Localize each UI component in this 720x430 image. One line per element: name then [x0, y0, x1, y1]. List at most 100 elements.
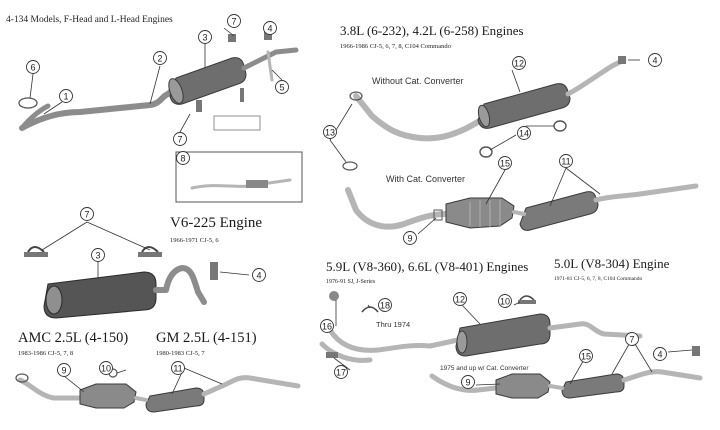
label-1975-up: 1975 and up w/ Cat. Converter	[440, 365, 529, 372]
subtitle-3-8l: 1966-1986 CJ-5, 6, 7, 8, C104 Commando	[340, 43, 451, 50]
callout-number: 11	[561, 157, 570, 167]
label-with-cat: With Cat. Converter	[386, 174, 465, 184]
title-5-9l: 5.9L (V8-360), 6.6L (V8-401) Engines	[326, 259, 528, 274]
inset-muffler	[246, 180, 268, 188]
callout-number: 10	[500, 297, 510, 307]
part-v8-18	[361, 306, 379, 313]
leader-lines	[29, 27, 693, 395]
callout-4: 4	[648, 53, 662, 67]
clamp-box-4-134	[213, 115, 261, 131]
callout-number: 4	[652, 56, 657, 66]
catalytic-converter-3-8l	[445, 197, 515, 229]
pipe-v8-lower	[429, 373, 499, 393]
callout-number: 4	[256, 271, 261, 281]
callout-number: 12	[455, 295, 465, 305]
muffler-without-cat	[477, 83, 571, 129]
callout-16: 16	[320, 319, 334, 333]
link-pipe-v8	[548, 384, 564, 390]
part-v8-17	[326, 352, 338, 358]
callout-number: 16	[322, 322, 332, 332]
callout-7: 7	[227, 14, 241, 28]
clamp-v6-b	[138, 246, 162, 257]
callout-10: 10	[498, 294, 512, 308]
title-gm: GM 2.5L (4-151)	[156, 330, 257, 346]
muffler-v8-lower	[561, 373, 625, 399]
assembly-4-134	[18, 30, 299, 131]
callout-18: 18	[378, 298, 392, 312]
link-pipe-2-5l	[134, 396, 148, 402]
pipe-without-cat	[353, 93, 487, 142]
inset-pipe	[190, 178, 292, 190]
callout-7: 7	[625, 332, 639, 346]
callout-10: 10	[99, 361, 113, 375]
title-3-8l: 3.8L (6-232), 4.2L (6-258) Engines	[340, 23, 524, 38]
subtitle-gm: 1980-1983 CJ-5, 7	[156, 350, 205, 357]
callout-9: 9	[403, 231, 417, 245]
callout-9: 9	[461, 375, 475, 389]
assembly-2-5l	[15, 368, 301, 413]
assembly-without-cat	[342, 56, 627, 171]
clamp-3-8l-b	[553, 120, 567, 132]
label-thru-1974: Thru 1974	[376, 320, 410, 329]
tailpipe-2-5l	[201, 375, 301, 397]
callout-number: 1	[63, 92, 68, 102]
callout-17: 17	[334, 365, 348, 379]
callout-11: 11	[559, 154, 573, 168]
callout-number: 3	[95, 251, 100, 261]
callout-number: 7	[231, 17, 236, 27]
callout-12: 12	[453, 292, 467, 306]
part-v8-16	[329, 291, 339, 301]
callout-8: 8	[176, 151, 190, 165]
callout-13: 13	[323, 125, 337, 139]
assembly-v8	[319, 291, 703, 399]
bracket-4-134	[240, 88, 244, 102]
tailpipe-without-cat	[565, 57, 627, 97]
callout-1: 1	[59, 89, 73, 103]
pipe-with-cat	[345, 187, 449, 230]
callout-number: 2	[157, 54, 162, 64]
callout-number: 6	[30, 63, 35, 73]
pipe-v8-upper	[327, 327, 461, 353]
title-amc: AMC 2.5L (4-150)	[18, 330, 128, 346]
pipe-y-4-134	[19, 103, 51, 131]
hanger-v8	[692, 346, 700, 356]
subtitle-v6: 1966-1971 CJ-5, 6	[170, 237, 219, 244]
clamp-3-8l-a	[479, 146, 493, 158]
callout-5: 5	[275, 80, 289, 94]
callout-number: 7	[84, 210, 89, 220]
pipe-v8-y	[319, 341, 373, 363]
callout-number: 10	[101, 364, 111, 374]
muffler-2-5l	[145, 387, 205, 413]
tailpipe-v8-lower	[621, 369, 703, 383]
assembly-v6	[24, 246, 218, 319]
hanger-part-4-134	[264, 30, 272, 40]
callout-6: 6	[26, 60, 40, 74]
gasket-3-8l	[342, 161, 358, 171]
callout-number: 5	[279, 83, 284, 93]
callout-number: 15	[581, 352, 591, 362]
callout-number: 7	[177, 135, 182, 145]
link-pipe-with-cat	[512, 210, 526, 216]
clamp-part-4-134	[228, 34, 236, 42]
tailpipe-v6	[153, 265, 207, 305]
gasket-4-134	[18, 97, 38, 109]
title-5-0l: 5.0L (V8-304) Engine	[554, 256, 670, 271]
gasket-without-cat	[349, 91, 363, 101]
callout-3: 3	[91, 248, 105, 262]
hanger-v6	[210, 262, 218, 280]
callout-4: 4	[263, 21, 277, 35]
label-without-cat: Without Cat. Converter	[372, 76, 464, 86]
muffler-4-134	[168, 57, 247, 105]
pipe-front-2-5l	[17, 377, 83, 401]
muffler-v8	[455, 313, 551, 357]
title-4-134: 4-134 Models, F-Head and L-Head Engines	[6, 15, 173, 25]
callout-number: 11	[173, 364, 182, 374]
title-v6: V6-225 Engine	[170, 215, 262, 231]
callout-11: 11	[171, 361, 185, 375]
callout-number: 9	[407, 234, 412, 244]
pipe-front-4-134	[19, 83, 181, 131]
callout-7: 7	[80, 207, 94, 221]
